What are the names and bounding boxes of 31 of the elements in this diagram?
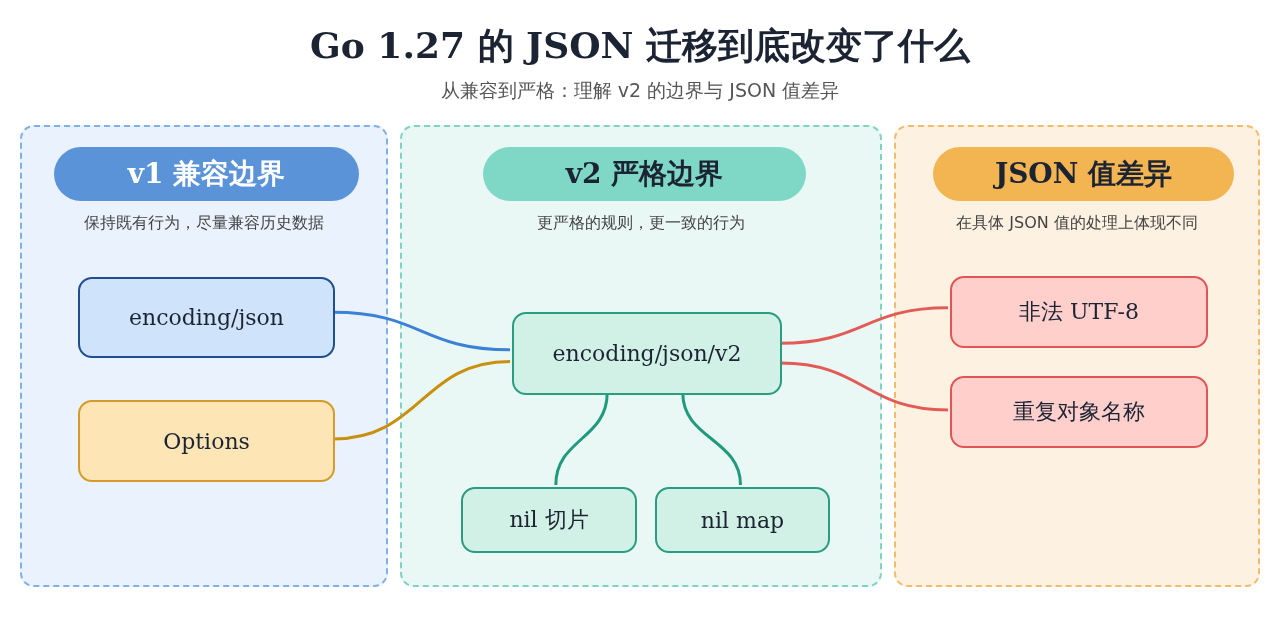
- node-label: nil 切片: [509, 506, 589, 534]
- node-label: encoding/json/v2: [552, 341, 742, 366]
- module-box: [512, 312, 782, 395]
- module-box: [950, 376, 1208, 448]
- connector-line: [681, 392, 742, 486]
- panel-description: 更严格的规则，更一致的行为: [536, 213, 746, 234]
- node-label: Options: [163, 428, 250, 454]
- module-box: [461, 487, 637, 553]
- panel-heading: v1 兼容边界: [54, 147, 359, 201]
- module-box: [655, 487, 830, 553]
- connector-line: [779, 306, 949, 345]
- connector-line: [779, 361, 949, 412]
- subtitle: 从兼容到严格：理解 v2 的边界与 JSON 值差异: [439, 78, 841, 103]
- node-label: encoding/json: [128, 305, 285, 330]
- group-panel: [400, 125, 882, 587]
- node-label: 重复对象名称: [1013, 398, 1145, 426]
- module-box: [950, 276, 1208, 348]
- connector-line: [332, 359, 511, 441]
- module-box: [78, 277, 335, 358]
- group-panel: [20, 125, 388, 587]
- group-panel: [894, 125, 1260, 587]
- panel-heading: JSON 值差异: [933, 147, 1234, 201]
- node-label: nil map: [700, 507, 785, 533]
- panel-heading: v2 严格边界: [483, 147, 806, 201]
- module-box: [78, 400, 335, 482]
- diagram-title: Go 1.27 的 JSON 迁移到底改变了什么: [309, 23, 972, 68]
- connector-line: [332, 310, 511, 352]
- node-label: 非法 UTF-8: [1019, 298, 1139, 326]
- panel-description: 在具体 JSON 值的处理上体现不同: [955, 213, 1199, 234]
- connector-line: [554, 392, 609, 486]
- panel-description: 保持既有行为，尽量兼容历史数据: [83, 213, 325, 234]
